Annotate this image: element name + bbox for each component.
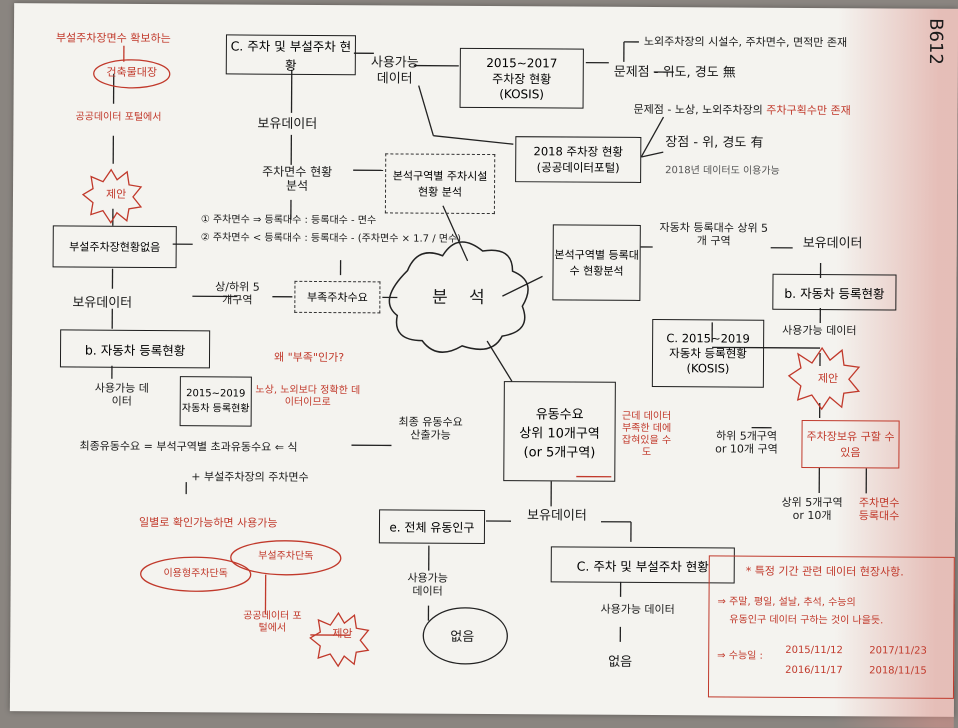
exclusive-parking-oval: 이용형주차단독: [141, 568, 251, 581]
usable-data-3: 사용가능 데이터: [782, 324, 856, 338]
proposal-burst-2: 제안: [818, 372, 838, 385]
floating-demand-title: 유동수요: [536, 403, 584, 422]
panel-title: * 특정 기간 관련 데이터 현장사항.: [746, 565, 904, 579]
total-population-box: e. 전체 유동인구: [379, 509, 485, 544]
top-right-note: 노외주차장의 시설수, 주차면수, 면적만 존재: [644, 35, 847, 49]
proposal-burst-3: 제안: [332, 627, 352, 640]
merit: 장점 - 위, 경도 有: [665, 135, 763, 151]
owned-data-3: 보유데이터: [803, 236, 863, 252]
kosis-registration-source: (KOSIS): [686, 361, 729, 375]
kosis-registration-title: 자동차 등록현황: [669, 345, 747, 361]
why-question: 왜 "부족"인가?: [274, 351, 344, 365]
portal-parking-title: 2018 주차장 현황: [533, 143, 623, 160]
registration-analysis-box: 본석구역별 등록대수 현황분석: [552, 224, 640, 301]
final-demand-note: 최종 유동수요 산출가능: [395, 415, 465, 442]
parking-ratio-box: 주차장보유 구할 수 있음: [801, 420, 899, 469]
top-left-note: 부설주차장면수 확보하는: [56, 31, 171, 45]
floating-demand-top10: 상위 10개구역: [519, 422, 600, 441]
no-attached-parking-box: 부설주차장현황없음: [53, 225, 177, 268]
building-register-oval: 건축물대장: [94, 66, 170, 80]
kosis-registration-years: C. 2015~2019: [666, 331, 750, 346]
daily-check-note: 일별로 확인가능하면 사용가능: [139, 516, 278, 530]
owned-data-4: 보유데이터: [527, 508, 587, 524]
formula-2: ② 주차면수 < 등록대수 : 등록대수 - (주차면수 × 1.7 / 면수): [201, 232, 461, 246]
b-registration-title-right: b. 자동차 등록현황: [784, 282, 884, 302]
none-1: 없음: [450, 630, 474, 646]
parking-ratio-label: 주차장보유 구할 수 있음: [802, 428, 898, 461]
formula-1: ① 주차면수 ⇒ 등록대수 : 등록대수 - 면수: [201, 214, 376, 227]
problem-2-prefix: 문제점 - 노상, 노외주차장의: [633, 103, 766, 117]
top5-registration: 자동차 등록대수 상위 5개 구역: [659, 221, 769, 248]
shortage-label: 부족주차수요: [307, 289, 368, 305]
portal-parking-source: (공공데이터포털): [537, 159, 620, 176]
analysis-cloud: 분 석: [417, 288, 507, 309]
why-answer: 노상, 노외보다 정확한 데이터이므로: [252, 385, 364, 410]
c-parking-status-title: C. 주차 및 부설주차 현황: [227, 35, 355, 74]
owned-data-1: 보유데이터: [257, 117, 317, 133]
panel-exam-label: ⇒ 수능일 :: [717, 650, 763, 662]
attached-parking-oval: 부설주차단독: [231, 550, 341, 563]
top-5-10-areas: 상위 5개구역 or 10개: [781, 496, 843, 523]
top-bottom-5: 상/하위 5개구역: [212, 280, 262, 307]
exam-date-2: 2016/11/17: [785, 665, 843, 677]
equation-line-2: + 부설주차장의 주차면수: [191, 470, 309, 484]
shortage-box: 부족주차수요: [294, 281, 380, 314]
equation-lhs: 최종유동수요 = 부석구역별 초과유동수요: [79, 440, 271, 454]
kosis-registration-box-right: C. 2015~2019 자동차 등록현황 (KOSIS): [652, 319, 764, 388]
parking-count-analysis: 주차면수 현황분석: [257, 165, 337, 194]
equation-arrow: ⇐ 식: [275, 441, 298, 454]
paper-sheet: B612 부설주차장면수 확보하는 건축물대장 공공데이터 포털에서 제안 부설…: [10, 3, 958, 717]
kosis-registration-box-left: 2015~2019 자동차 등록현황: [180, 376, 252, 426]
portal-parking-box: 2018 주차장 현황 (공공데이터포털): [515, 136, 641, 183]
usable-data-2: 사용가능 데이터: [94, 382, 150, 409]
total-population-title: e. 전체 유동인구: [389, 518, 474, 536]
owned-data-2: 보유데이터: [72, 295, 132, 311]
c-parking-title-bottom: C. 주차 및 부설주차 현황: [577, 555, 709, 575]
public-portal-note-2: 공공데이터 포털에서: [242, 611, 302, 635]
b-registration-box-right: b. 자동차 등록현황: [772, 274, 896, 311]
floating-demand-box: 유동수요 상위 10개구역 (or 5개구역): [503, 381, 616, 482]
exam-date-4: 2018/11/15: [869, 665, 927, 677]
kosis-registration-label-left: 2015~2019 자동차 등록현황: [181, 388, 251, 414]
panel-line-2: 유동인구 데이터 구하는 것이 나을듯.: [729, 615, 883, 628]
c-parking-box-bottom: C. 주차 및 부설주차 현황: [551, 546, 735, 583]
registration-analysis-label: 본석구역별 등록대수 현황분석: [553, 246, 639, 279]
public-portal-note: 공공데이터 포털에서: [73, 111, 163, 124]
c-parking-status-box: C. 주차 및 부설주차 현황: [226, 34, 356, 75]
problem-2: 문제점 - 노상, 노외주차장의 주차구획수만 존재: [633, 103, 850, 118]
b-registration-box-left: b. 자동차 등록현황: [60, 329, 210, 368]
no-attached-parking-label: 부설주차장현황없음: [69, 238, 160, 255]
usable-data-5: 사용가능 데이터: [600, 603, 674, 617]
kosis-years: 2015~2017: [486, 56, 557, 70]
parking-vs-registration: 주차면수 등록대수: [853, 496, 905, 523]
kosis-title: 주차장 현황: [492, 70, 551, 87]
merit-note: 2018년 데이터도 이용가능: [665, 165, 780, 178]
corner-code: B612: [924, 18, 946, 65]
facility-analysis-box: 본석구역별 주차시설 현황 분석: [385, 153, 495, 214]
exam-date-1: 2015/11/12: [785, 645, 843, 657]
usable-data-1: 사용가능 데이터: [370, 55, 420, 86]
kosis-source: (KOSIS): [499, 87, 544, 101]
kosis-parking-box: 2015~2017 주차장 현황 (KOSIS): [460, 48, 584, 109]
exam-date-3: 2017/11/23: [869, 645, 927, 657]
special-period-panel: * 특정 기간 관련 데이터 현장사항. ⇒ 주말, 평일, 설날, 추석, 수…: [708, 555, 955, 699]
bottom-5-areas: 하위 5개구역 or 10개 구역: [711, 429, 781, 456]
panel-line-1: ⇒ 주말, 평일, 설날, 추석, 수능의: [717, 596, 855, 609]
center-red-note: 근데 데이터 부족한 데에 잡혀있을 수도: [621, 411, 671, 459]
problem-2-highlight: 주차구획수만 존재: [766, 104, 851, 118]
proposal-burst-1: 제안: [106, 188, 126, 201]
floating-demand-or5: (or 5개구역): [524, 441, 596, 460]
equation-line-1: 최종유동수요 = 부석구역별 초과유동수요 ⇐ 식: [79, 440, 297, 455]
problem-1: 문제점 - 위도, 경도 無: [614, 65, 736, 81]
none-2: 없음: [608, 655, 632, 671]
b-registration-title-left: b. 자동차 등록현황: [85, 339, 185, 359]
usable-data-4: 사용가능 데이터: [403, 572, 453, 599]
facility-analysis-label: 본석구역별 주차시설 현황 분석: [386, 167, 494, 200]
